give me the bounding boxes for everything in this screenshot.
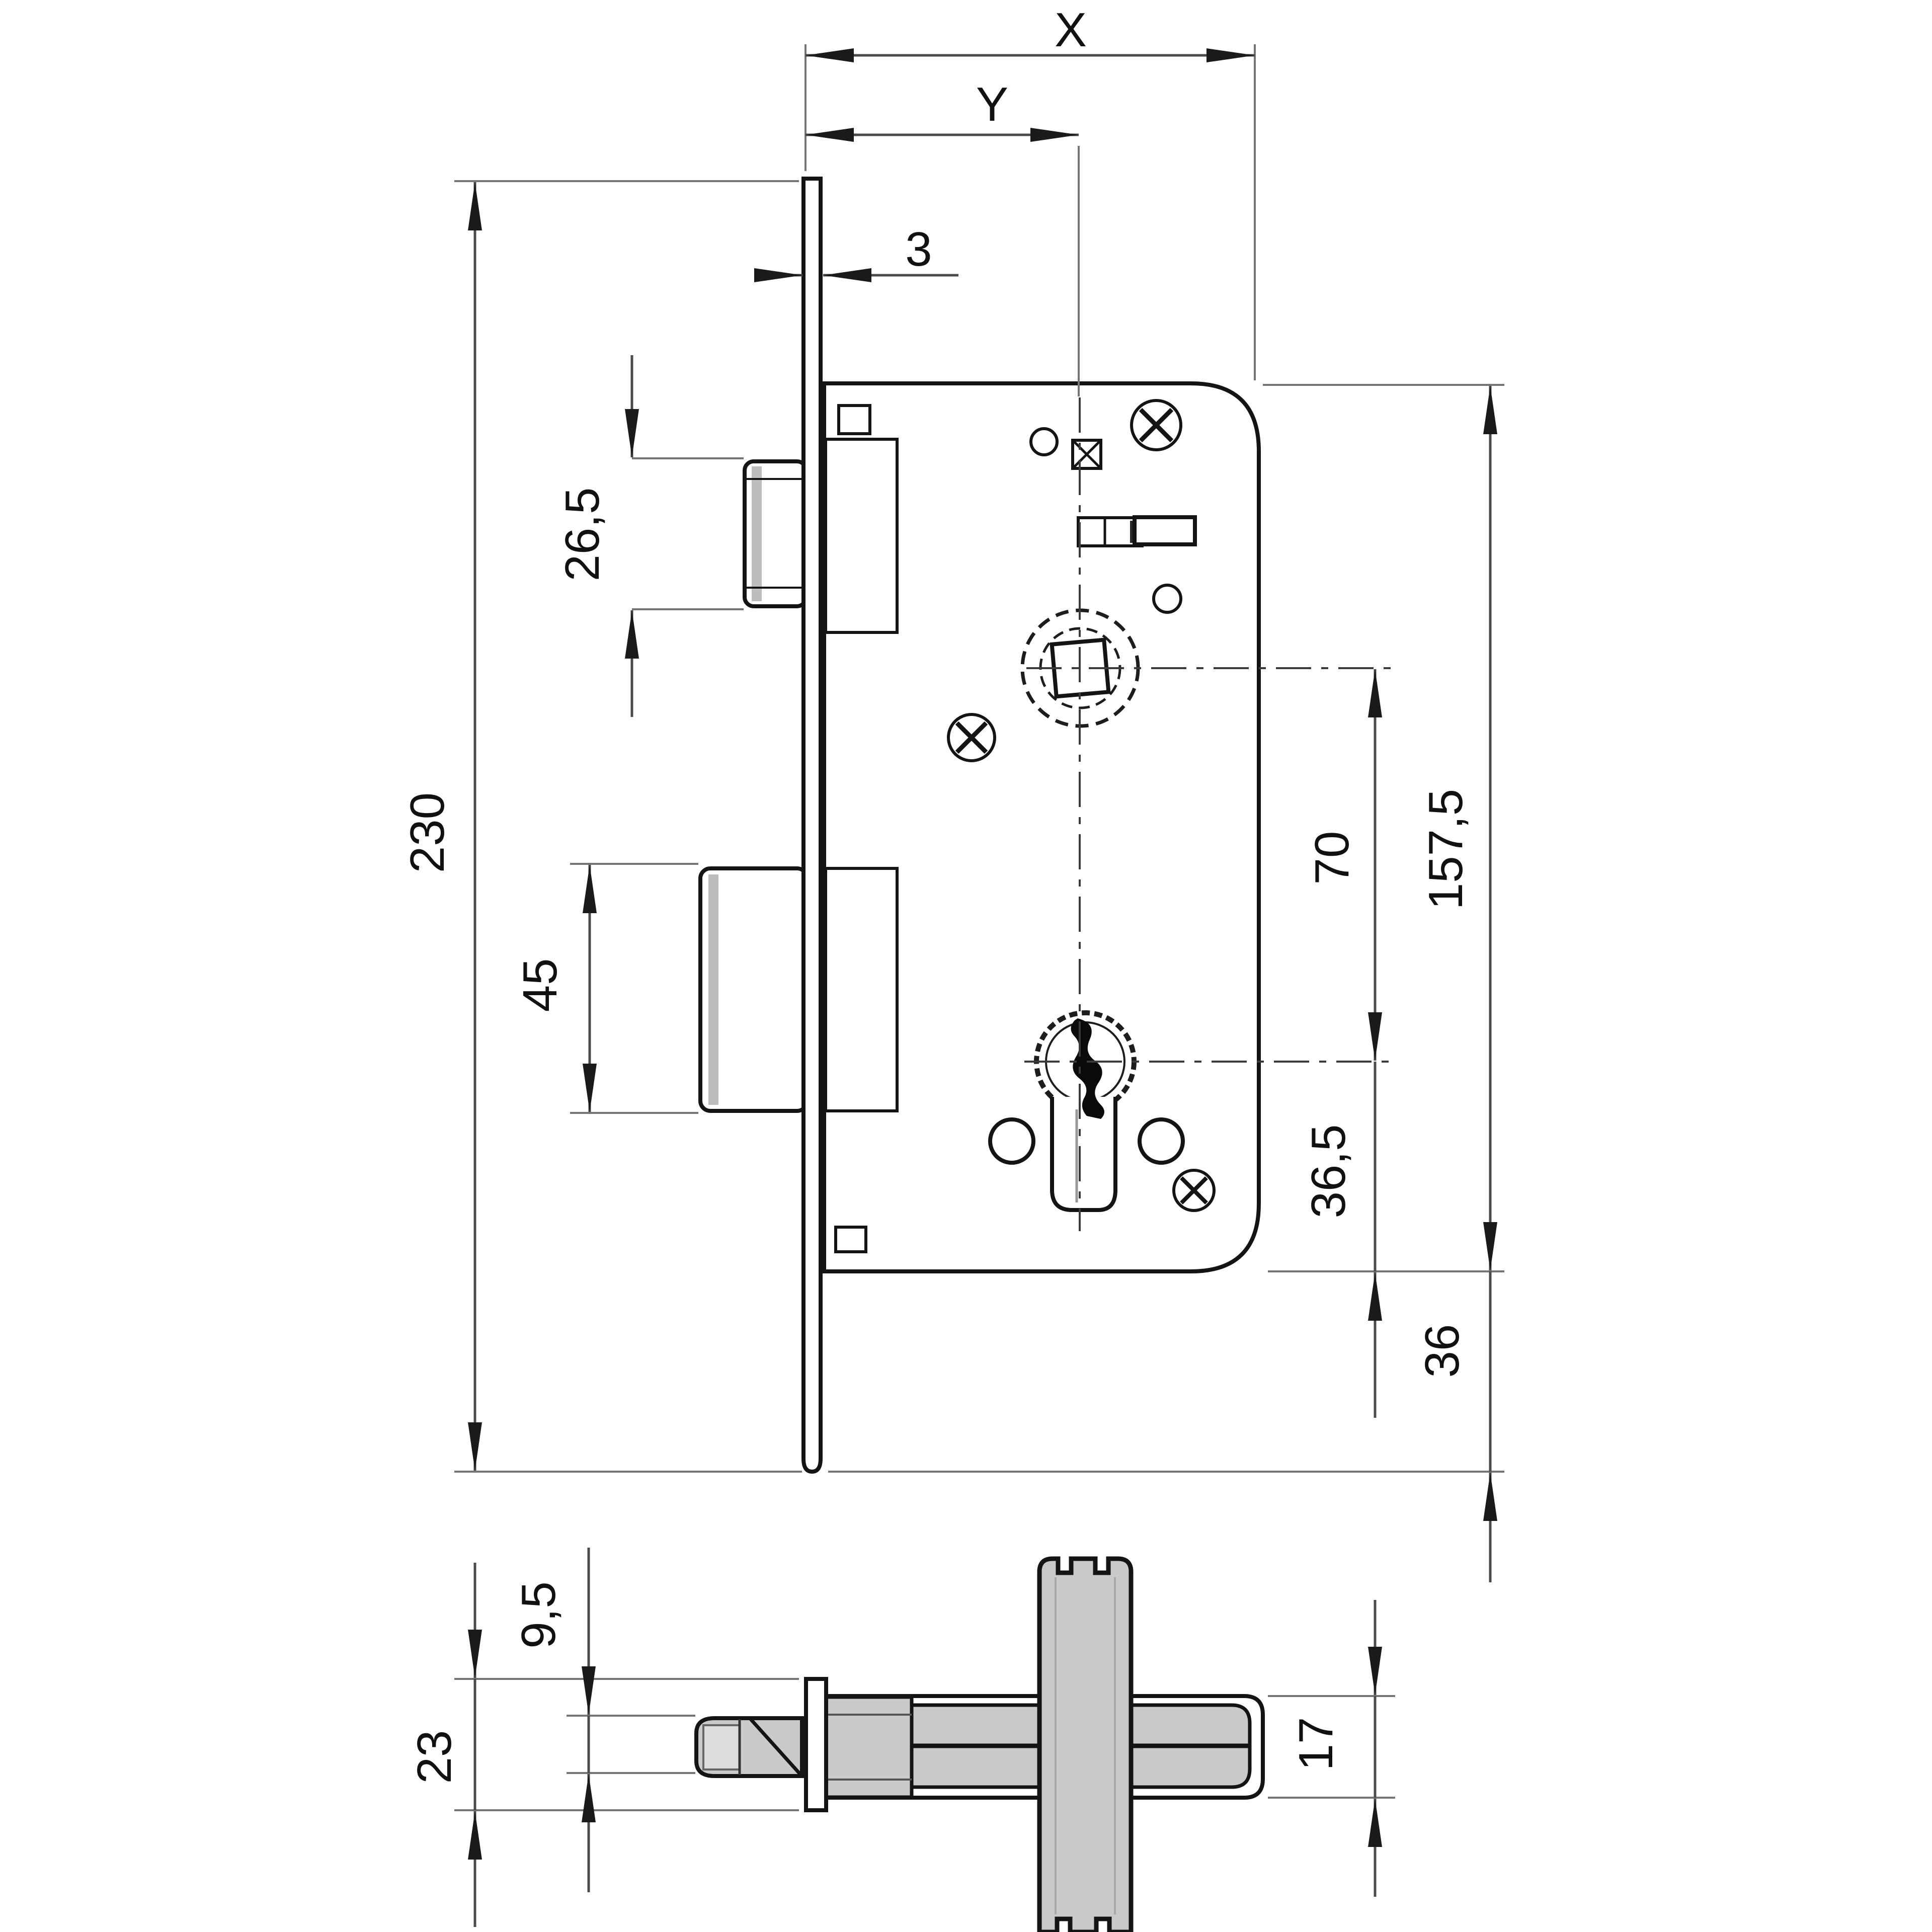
front-view [698,177,1395,1474]
screw-middle-left [947,713,996,762]
dim-label-26-5: 26,5 [555,488,609,582]
latch-bolt-section [694,1716,804,1778]
lever-right-part [1133,515,1197,546]
dim-label-70: 70 [1305,831,1359,885]
latch-guide-block [824,1695,914,1799]
dimension-lines [468,48,1497,1927]
dim-label-9-5: 9,5 [512,1581,566,1648]
dim-label-x: X [1055,3,1087,57]
dim-label-y: Y [976,77,1008,131]
dim-label-17: 17 [1289,1717,1343,1771]
faceplate [801,177,823,1474]
pin-hole-top [1029,427,1059,456]
dim-label-45: 45 [513,958,567,1012]
deadbolt-shading [708,874,718,1105]
screw-cross-2 [1180,1176,1208,1204]
latch-section-core [702,1724,741,1770]
faceplate-section [804,1677,828,1812]
square-screw-diag-2 [1072,439,1102,469]
screw-cross-2 [1139,408,1174,443]
follower-hub-section [1037,1556,1134,1932]
dimension-labels: X Y 3 26,5 230 45 70 157,5 36,5 36 9,5 2… [400,3,1473,1784]
dim-label-36-5: 36,5 [1302,1124,1355,1219]
dim-label-157-5: 157,5 [1419,789,1473,910]
square-hole-top [837,404,871,435]
deadbolt-head [698,866,809,1113]
dim-label-23: 23 [408,1730,461,1784]
latch-bevel-line [749,1718,802,1777]
latch-bolt-shading [752,466,762,601]
dim-label-3: 3 [905,222,932,276]
pin-hole-middle [1152,584,1182,614]
screw-top-right [1130,399,1182,451]
square-screw-on-centerline [1071,439,1102,470]
dim-label-230: 230 [400,792,454,873]
square-hole-bottom [834,1226,867,1253]
latch-bolt-body [824,438,899,634]
hole-left-of-cylinder [988,1117,1035,1165]
cylinder-profile-stem [1050,1097,1117,1212]
auxiliary-latch-lever [1077,515,1197,547]
screw-bottom-right [1172,1169,1216,1212]
latch-bolt-head [743,459,808,608]
deadbolt-body [824,867,899,1112]
screw-cross-2 [955,721,988,754]
extension-lines [454,44,1504,1811]
hole-right-of-cylinder [1138,1117,1185,1165]
dim-label-36: 36 [1415,1324,1469,1378]
bottom-section-view [694,1556,1265,1932]
lock-case [822,381,1261,1273]
